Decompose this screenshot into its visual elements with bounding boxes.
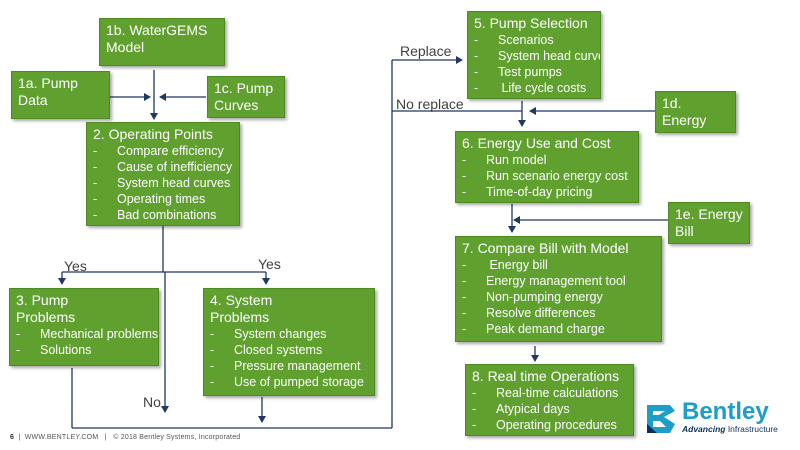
box-3-item: -Mechanical problems [16, 327, 159, 341]
box-4-item: -System changes [210, 327, 327, 341]
box-7-item: - Energy bill [462, 258, 548, 272]
box-2-operating-points: 2. Operating Points -Compare efficiency … [86, 122, 240, 226]
box-1c-title: 1c. Pump Curves [214, 80, 274, 113]
box-4-item: -Use of pumped storage [210, 375, 364, 389]
box-6-energy-use-cost: 6. Energy Use and Cost -Run model -Run s… [455, 131, 639, 203]
box-6-item: -Run scenario energy cost [462, 169, 628, 183]
label-no: No [143, 394, 161, 410]
box-8-item: -Atypical days [472, 402, 570, 416]
box-7-compare-bill: 7. Compare Bill with Model - Energy bill… [455, 236, 662, 342]
box-5-pump-selection: 5. Pump Selection -Scenarios -System hea… [467, 11, 601, 99]
box-4-title: 4. System Problems [210, 292, 273, 325]
box-2-item: -System head curves [93, 176, 231, 190]
footer-page-number: 6 [10, 434, 15, 441]
box-2-item: -Compare efficiency [93, 144, 224, 158]
box-8-item: -Real-time calculations [472, 386, 619, 400]
box-5-item: -Scenarios [474, 33, 554, 47]
bentley-logo-icon [647, 405, 675, 433]
box-3-pump-problems: 3. Pump Problems -Mechanical problems -S… [9, 288, 159, 366]
bentley-logo-word: Bentley [682, 398, 769, 425]
box-1d-energy-tariff: 1d. Energy Tariff [655, 91, 736, 133]
box-6-item: -Time-of-day pricing [462, 185, 593, 199]
label-yes-right: Yes [258, 256, 281, 272]
box-2-title: 2. Operating Points [93, 126, 213, 142]
box-5-item: -System head curves [474, 49, 601, 63]
box-4-item: -Pressure management [210, 359, 361, 373]
label-no-replace: No replace [396, 96, 464, 112]
box-5-item: - Life cycle costs [474, 81, 587, 95]
label-replace: Replace [400, 43, 452, 59]
footer: 6 | WWW.BENTLEY.COM | © 2018 Bentley Sys… [10, 434, 241, 441]
box-4-system-problems: 4. System Problems -System changes -Clos… [203, 288, 375, 396]
box-6-list: -Run model -Run scenario energy cost -Ti… [462, 152, 632, 200]
box-2-item: -Bad combinations [93, 208, 217, 222]
box-5-title: 5. Pump Selection [474, 15, 588, 31]
box-6-item: -Run model [462, 153, 547, 167]
box-7-item: -Energy management tool [462, 274, 626, 288]
label-yes-left: Yes [64, 258, 87, 274]
box-6-title: 6. Energy Use and Cost [462, 135, 611, 151]
box-1e-title: 1e. Energy Bill [675, 206, 743, 239]
footer-copyright: © 2018 Bentley Systems, Incorporated [113, 434, 241, 441]
box-1c-pump-curves: 1c. Pump Curves [207, 76, 285, 118]
box-8-list: -Real-time calculations -Atypical days -… [472, 385, 627, 433]
bentley-logo-tagline: Advancing Infrastructure [682, 424, 778, 434]
box-7-item: -Peak demand charge [462, 322, 605, 336]
box-3-title: 3. Pump Problems [16, 292, 76, 325]
box-2-list: -Compare efficiency -Cause of inefficien… [93, 143, 233, 223]
box-1b-title: 1b. WaterGEMS Model [106, 22, 208, 55]
box-1a-title: 1a. Pump Data [18, 75, 78, 108]
box-8-item: -Operating procedures [472, 418, 617, 432]
box-7-item: -Non-pumping energy [462, 290, 603, 304]
bentley-logo: Bentley Advancing Infrastructure [644, 398, 794, 438]
box-1b-watergems-model: 1b. WaterGEMS Model [99, 18, 225, 66]
box-1e-energy-bill: 1e. Energy Bill [668, 202, 750, 244]
box-7-title: 7. Compare Bill with Model [462, 240, 629, 256]
box-3-item: -Solutions [16, 343, 92, 357]
box-1a-pump-data: 1a. Pump Data [11, 71, 110, 119]
footer-site[interactable]: WWW.BENTLEY.COM [24, 434, 99, 441]
box-5-item: -Test pumps [474, 65, 562, 79]
box-8-real-time-operations: 8. Real time Operations -Real-time calcu… [465, 364, 634, 436]
box-3-list: -Mechanical problems -Solutions [16, 326, 159, 358]
box-1d-title: 1d. Energy Tariff [662, 95, 707, 132]
box-8-title: 8. Real time Operations [472, 368, 620, 384]
box-2-item: -Cause of inefficiency [93, 160, 233, 174]
box-4-item: -Closed systems [210, 343, 323, 357]
box-2-item: -Operating times [93, 192, 206, 206]
box-7-item: -Resolve differences [462, 306, 596, 320]
box-4-list: -System changes -Closed systems -Pressur… [210, 326, 368, 390]
box-7-list: - Energy bill -Energy management tool -N… [462, 257, 655, 337]
box-5-list: -Scenarios -System head curves -Test pum… [474, 32, 601, 96]
